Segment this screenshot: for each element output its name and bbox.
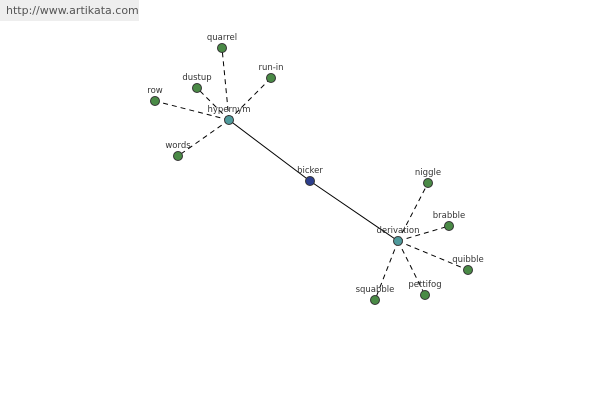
label-quarrel: quarrel [207, 33, 237, 43]
labels-layer: bicker hypernym derivation quarrel run-in dus… [147, 33, 484, 295]
label-niggle: niggle [415, 168, 441, 178]
label-brabble: brabble [433, 211, 465, 221]
label-row: row [147, 86, 163, 96]
node-niggle[interactable] [423, 178, 433, 188]
edge-hypernym-quarrel [221, 47, 230, 121]
watermark-url: http://www.artikata.com [0, 0, 139, 21]
edge-derivation-niggle [397, 182, 429, 242]
node-bicker[interactable] [305, 176, 315, 186]
label-quibble: quibble [452, 255, 484, 265]
node-run-in[interactable] [266, 73, 276, 83]
node-pettifog[interactable] [420, 290, 430, 300]
label-dustup: dustup [182, 73, 211, 83]
edge-hypernym-row [154, 100, 230, 121]
edge-derivation-squabble [374, 240, 399, 301]
node-dustup[interactable] [192, 83, 202, 93]
edge-derivation-pettifog [397, 240, 426, 296]
label-run-in: run-in [258, 63, 283, 73]
node-derivation[interactable] [393, 236, 403, 246]
nodes-layer [150, 43, 473, 305]
edge-hypernym-dustup [196, 87, 230, 121]
node-quibble[interactable] [463, 265, 473, 275]
label-bicker: bicker [297, 166, 323, 176]
label-hypernym: hypernym [207, 105, 250, 115]
edges-layer [154, 47, 469, 301]
node-squabble[interactable] [370, 295, 380, 305]
edge-bicker-hypernym [228, 119, 311, 182]
node-row[interactable] [150, 96, 160, 106]
edge-hypernym-run-in [228, 77, 272, 121]
node-hypernym[interactable] [224, 115, 234, 125]
label-pettifog: pettifog [408, 280, 441, 290]
node-quarrel[interactable] [217, 43, 227, 53]
edge-bicker-derivation [309, 180, 399, 242]
node-brabble[interactable] [444, 221, 454, 231]
label-words: words [165, 141, 191, 151]
node-words[interactable] [173, 151, 183, 161]
edge-hypernym-words [177, 119, 230, 157]
label-squabble: squabble [356, 285, 395, 295]
label-derivation: derivation [376, 226, 419, 236]
edge-derivation-quibble [397, 240, 469, 271]
